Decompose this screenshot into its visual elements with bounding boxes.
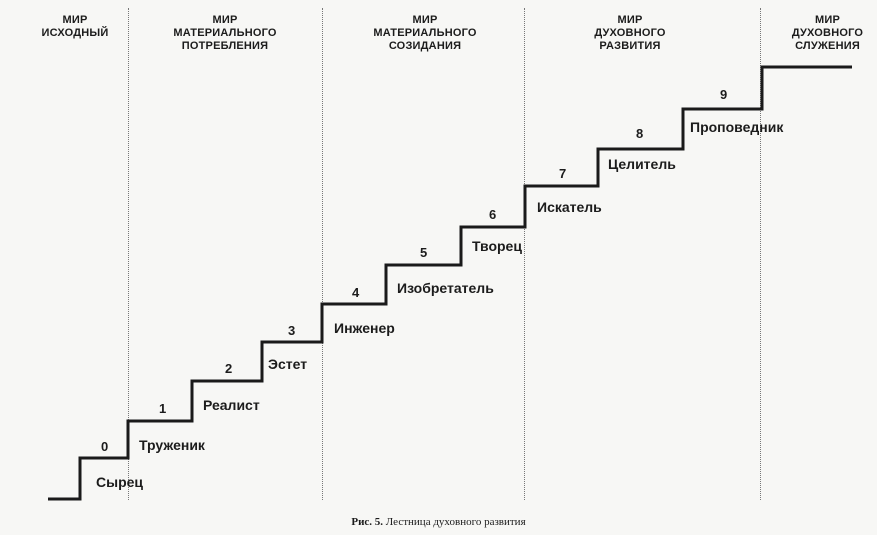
step-label-4: Инженер (334, 320, 395, 336)
step-label-6: Творец (472, 238, 522, 254)
step-number-5: 5 (420, 245, 428, 260)
world-header-line: ДУХОВНОГО (594, 27, 666, 39)
step-label-9: Проповедник (690, 119, 784, 135)
world-header-material-creation: МИР МАТЕРИАЛЬНОГО СОЗИДАНИЯ (360, 14, 490, 53)
step-number-9: 9 (720, 87, 728, 102)
step-number-2: 2 (225, 361, 233, 376)
world-header-line: СЛУЖЕНИЯ (795, 40, 860, 52)
world-divider (760, 8, 761, 500)
world-header-line: МАТЕРИАЛЬНОГО (373, 27, 477, 39)
figure-caption: Рис. 5. Лестница духовного развития (0, 516, 877, 528)
world-header-spiritual-service: МИР ДУХОВНОГО СЛУЖЕНИЯ (780, 14, 875, 53)
world-header-initial: МИР ИСХОДНЫЙ (30, 14, 120, 40)
step-number-7: 7 (559, 166, 567, 181)
step-label-7: Искатель (537, 199, 602, 215)
world-header-line: РАЗВИТИЯ (599, 40, 661, 52)
caption-text: Лестница духовного развития (385, 516, 526, 528)
step-number-6: 6 (489, 207, 497, 222)
step-label-3: Эстет (268, 356, 308, 372)
world-header-line: МИР (412, 14, 438, 26)
step-number-4: 4 (352, 285, 360, 300)
world-header-line: МАТЕРИАЛЬНОГО (173, 27, 277, 39)
step-label-5: Изобретатель (397, 280, 494, 296)
world-header-spiritual-development: МИР ДУХОВНОГО РАЗВИТИЯ (580, 14, 680, 53)
step-number-8: 8 (636, 126, 644, 141)
world-header-line: МИР (814, 14, 840, 26)
world-header-line: МИР (617, 14, 643, 26)
world-header-material-consumption: МИР МАТЕРИАЛЬНОГО ПОТРЕБЛЕНИЯ (160, 14, 290, 53)
caption-prefix: Рис. 5. (351, 516, 384, 528)
step-label-1: Труженик (139, 437, 205, 453)
world-header-line: ИСХОДНЫЙ (41, 27, 109, 39)
world-divider (524, 8, 525, 500)
step-number-3: 3 (288, 323, 296, 338)
world-header-line: МИР (212, 14, 238, 26)
step-label-2: Реалист (203, 397, 260, 413)
step-label-0: Сырец (96, 474, 144, 490)
world-divider (322, 8, 323, 500)
world-divider (128, 8, 129, 500)
world-header-line: ПОТРЕБЛЕНИЯ (181, 40, 269, 52)
step-number-1: 1 (159, 401, 167, 416)
step-label-8: Целитель (608, 156, 676, 172)
world-header-line: МИР (62, 14, 88, 26)
world-header-line: ДУХОВНОГО (791, 27, 864, 39)
world-header-line: СОЗИДАНИЯ (388, 40, 462, 52)
step-number-0: 0 (101, 439, 109, 454)
